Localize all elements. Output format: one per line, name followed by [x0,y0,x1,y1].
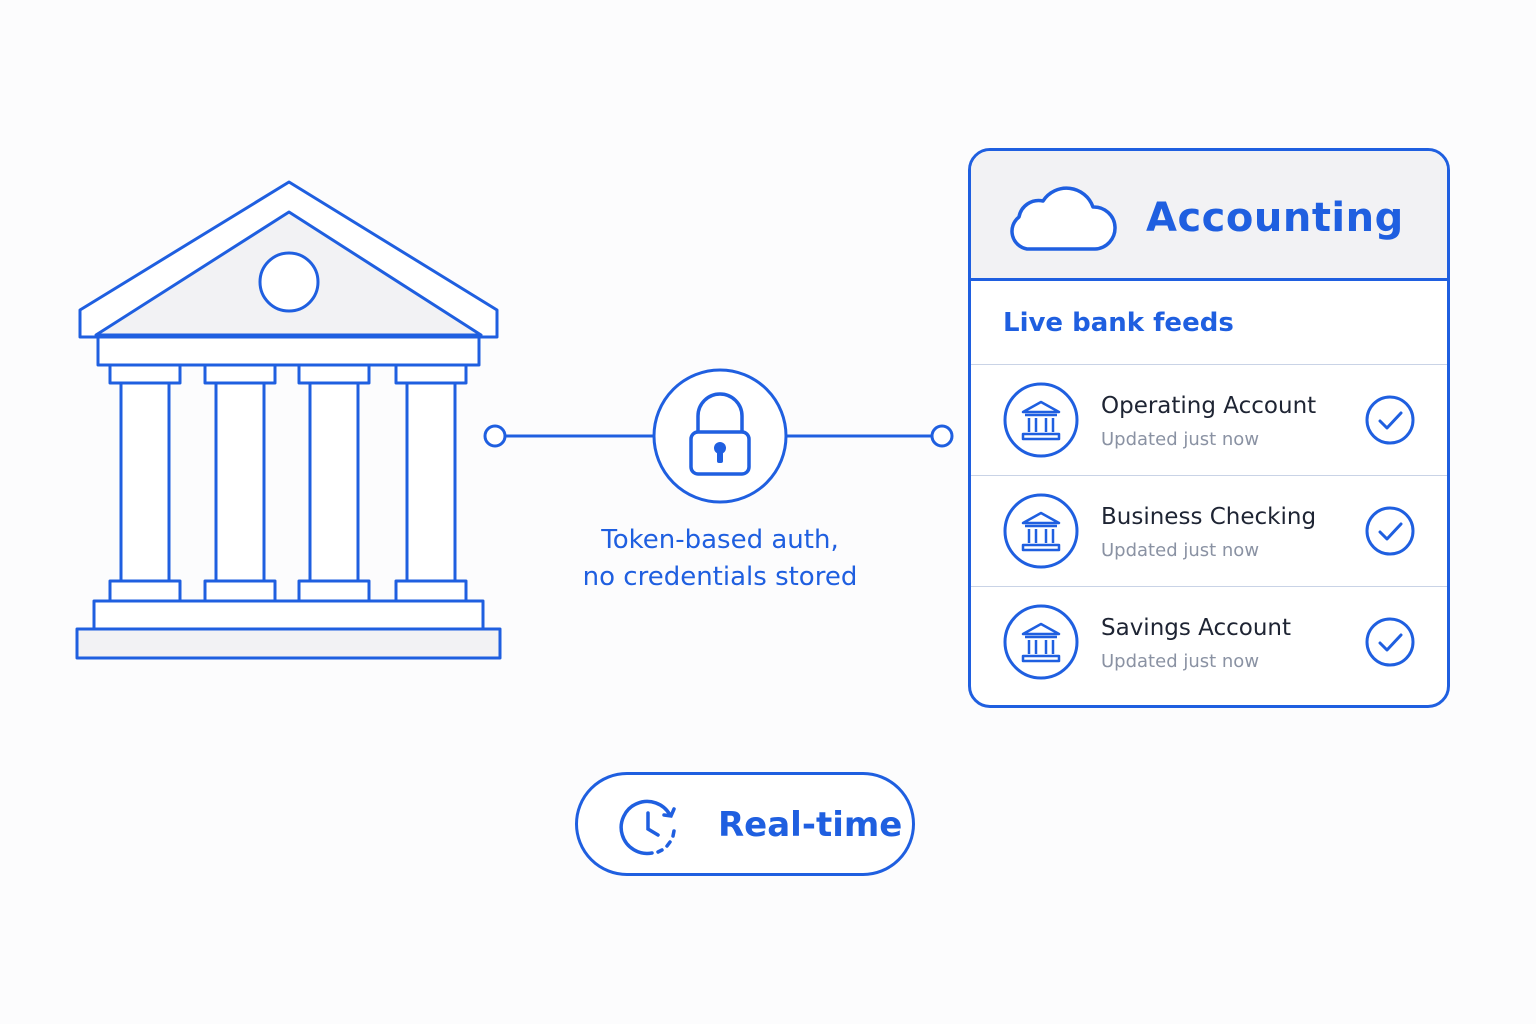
lock-icon [689,392,751,476]
account-status: Updated just now [1101,540,1260,561]
account-name: Savings Account [1101,615,1292,641]
check-circle-icon [1365,395,1415,445]
realtime-label: Real-time [718,805,903,845]
bank-icon [1003,382,1079,458]
cloud-icon [1010,186,1117,251]
account-name: Operating Account [1101,393,1317,419]
accounting-panel: Accounting Live bank feeds Operating Acc… [968,148,1450,708]
panel-header: Accounting [971,151,1447,281]
auth-caption: Token-based auth, no credentials stored [560,522,880,596]
check-circle-icon [1365,617,1415,667]
clock-refresh-icon [619,799,676,856]
account-row[interactable]: Operating Account Updated just now [971,365,1447,476]
check-circle-icon [1365,506,1415,556]
account-status: Updated just now [1101,651,1260,672]
auth-caption-line-1: Token-based auth, [601,525,839,555]
bank-icon [1003,493,1079,569]
account-row[interactable]: Savings Account Updated just now [971,587,1447,698]
panel-title: Accounting [1146,195,1404,241]
section-label: Live bank feeds [971,281,1447,365]
bank-building-icon [75,180,502,660]
bank-icon [1003,604,1079,680]
account-name: Business Checking [1101,504,1317,530]
auth-caption-line-2: no credentials stored [582,562,858,592]
account-status: Updated just now [1101,429,1260,450]
account-row[interactable]: Business Checking Updated just now [971,476,1447,587]
realtime-badge: Real-time [575,772,915,876]
secure-connector [483,368,954,504]
